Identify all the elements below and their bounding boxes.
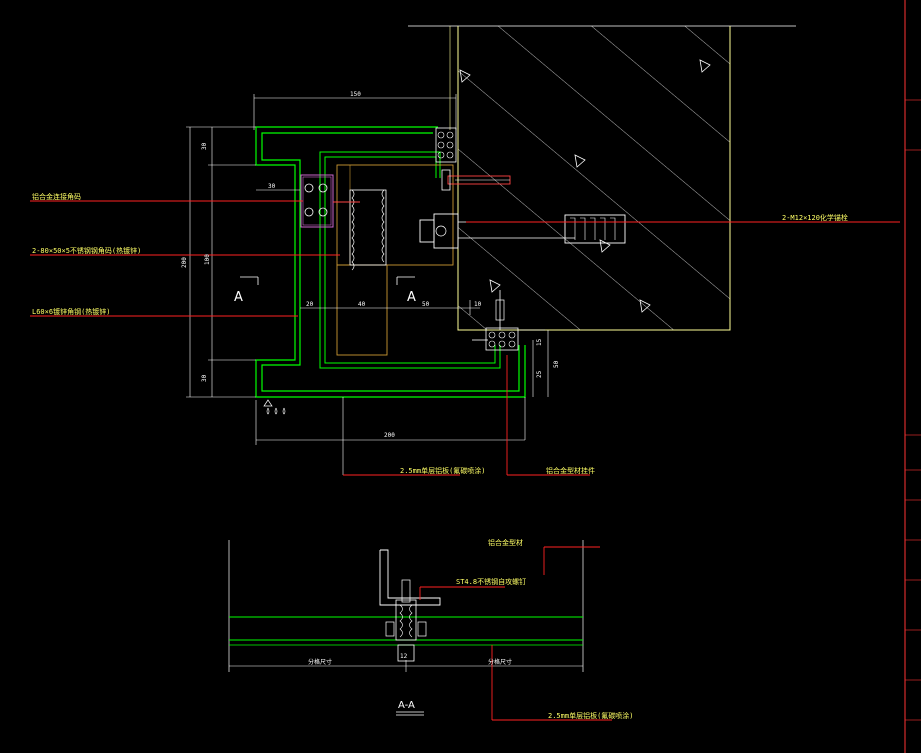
dim-top-150: 150 [350,91,361,98]
angle-steel [336,164,454,356]
dim-200: 200 [181,257,188,268]
dim-30c: 30 [201,374,208,382]
dim-10: 10 [474,301,482,308]
concrete-wall [449,26,731,331]
dim-100: 100 [204,254,211,265]
drip-marks [263,399,286,415]
section-mark-left [240,276,259,285]
dim-bottom-200: 200 [384,432,395,439]
aa-dim-left: 分格尺寸 [308,658,332,666]
section-label-a-right: A [407,290,416,305]
section-aa [228,540,612,721]
aa-callout-2: ST4.8不锈钢自攻螺钉 [456,577,526,586]
dim-30a: 30 [201,142,208,150]
top-screw [441,169,511,191]
callout-left-3: L60×6镀锌角钢(热镀锌) [32,307,111,316]
top-sealant-joint [435,127,457,163]
dim-20: 20 [306,301,314,308]
dim-30b: 30 [268,183,276,190]
section-label-a-left: A [234,290,243,305]
section-mark-right [396,276,415,285]
aluminium-panel-outline [255,126,526,398]
callout-bottom-2: 铝合金型材挂件 [546,466,595,475]
dim-25: 25 [536,370,543,378]
leader-lines [30,200,900,476]
aa-dim-right: 分格尺寸 [488,658,512,666]
bottom-sealant-joint [472,290,545,351]
dim-40: 40 [358,301,366,308]
dim-50: 50 [422,301,430,308]
aluminium-extrusion [349,189,387,271]
dimension-lines [186,94,549,475]
callout-right-1: 2-M12×120化学锚栓 [782,213,848,222]
dim-50b: 50 [553,360,560,368]
callout-left-1: 铝合金连接角码 [32,192,81,201]
aa-title: A-A [398,700,415,711]
callout-bottom-1: 2.5mm单层铝板(氟碳喷涂) [400,466,486,475]
aluminium-connector [300,174,360,228]
callout-left-2: 2-80×50×5不锈钢钢角码(热镀锌) [32,246,141,255]
aa-callout-3: 2.5mm单层铝板(氟碳喷涂) [548,711,634,720]
dim-15: 15 [536,338,543,346]
aa-callout-1: 铝合金型材 [488,538,523,547]
aa-dim-12: 12 [400,653,408,660]
title-block-frame [904,0,921,753]
